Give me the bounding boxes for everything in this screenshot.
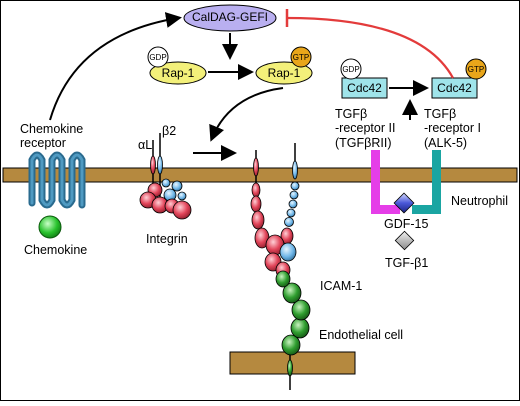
tgfbrii-shape <box>371 150 400 214</box>
neutrophil-label: Neutrophil <box>451 194 508 208</box>
arrow-receptor-to-caldag <box>49 12 182 121</box>
rap1-gdp-label: Rap-1 <box>161 66 195 80</box>
alk5-label: TGFβ -receptor I (ALK-5) <box>424 107 481 150</box>
cdc42-gdp-node <box>341 77 388 99</box>
gtp-badge-right <box>465 58 487 80</box>
rap1-gtp-label: Rap-1 <box>267 66 301 80</box>
tgfb1-diamond <box>394 230 415 251</box>
gtp-left-label: GTP <box>292 53 310 62</box>
gdf15-diamond <box>393 192 415 214</box>
gdp-badge-left <box>147 46 169 68</box>
alpha-l-label: αL <box>138 138 153 152</box>
chemokine-ball <box>38 215 62 239</box>
cdc42-gtp-node <box>431 77 478 99</box>
cdc42-gdp-label: Cdc42 <box>347 81 382 95</box>
gtp-right-label: GTP <box>467 65 485 74</box>
integrin-inactive <box>139 133 192 220</box>
gdf15-label: GDF-15 <box>384 217 429 231</box>
tgfb1-label: TGF-β1 <box>385 256 429 270</box>
chemokine-label: Chemokine <box>24 243 88 257</box>
gdp-left-label: GDP <box>149 53 167 62</box>
caldag-gefi-node <box>183 4 277 32</box>
icam1-chain <box>275 270 311 390</box>
integrin-label: Integrin <box>146 232 188 246</box>
cdc42-gtp-label: Cdc42 <box>437 81 472 95</box>
beta2-label: β2 <box>162 124 177 138</box>
chemokine-receptor-label: Chemokine receptor <box>20 122 84 151</box>
rap1-gdp-node <box>149 61 207 85</box>
icam1-label: ICAM-1 <box>320 279 363 293</box>
rap1-gtp-node <box>255 61 313 85</box>
inhibition-cdc42-to-caldag <box>286 16 454 79</box>
gtp-badge-left <box>290 46 312 68</box>
integrin-active <box>250 143 300 279</box>
neutrophil-membrane <box>2 167 518 183</box>
endothelial-label: Endothelial cell <box>319 328 404 342</box>
gdp-badge-right <box>340 58 362 80</box>
tgfbrii-label: TGFβ -receptor II (TGFβRII) <box>335 107 396 150</box>
alk5-shape <box>412 150 441 214</box>
gdp-right-label: GDP <box>342 65 360 74</box>
arrow-rap-to-integrin <box>209 87 284 142</box>
caldag-gefi-label: CalDAG-GEFI <box>191 10 268 24</box>
